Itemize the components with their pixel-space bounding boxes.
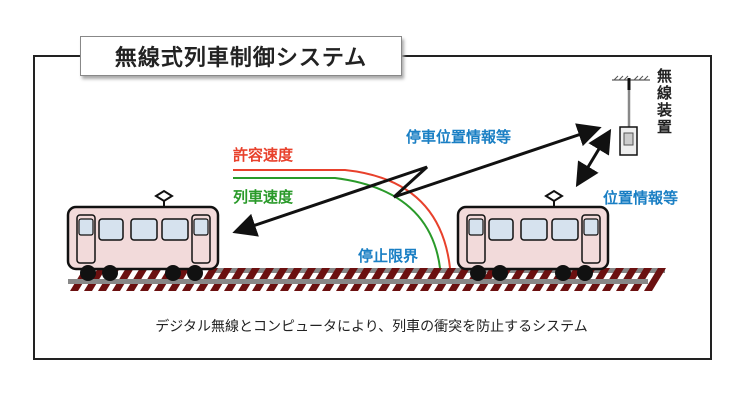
stop-position-info-label: 停車位置情報等 xyxy=(406,128,512,146)
train-right xyxy=(456,189,610,283)
allowed-speed-label: 許容速度 xyxy=(233,146,294,164)
railway-track xyxy=(68,268,666,291)
train-speed-label: 列車速度 xyxy=(233,188,294,206)
train-left xyxy=(66,189,220,283)
radio-device-icon xyxy=(612,75,650,156)
stop-limit-label: 停止限界 xyxy=(358,247,419,265)
position-info-arrow xyxy=(575,128,612,188)
rail-tie xyxy=(644,268,666,291)
rail-near xyxy=(68,279,648,284)
diagram-title: 無線式列車制御システム xyxy=(80,36,402,76)
radio-signal-arrow xyxy=(232,123,602,237)
caption: デジタル無線とコンピュータにより、列車の衝突を防止するシステム xyxy=(155,319,588,335)
radio-device-label: 無線装置 xyxy=(657,67,673,136)
position-info-label: 位置情報等 xyxy=(603,189,679,207)
